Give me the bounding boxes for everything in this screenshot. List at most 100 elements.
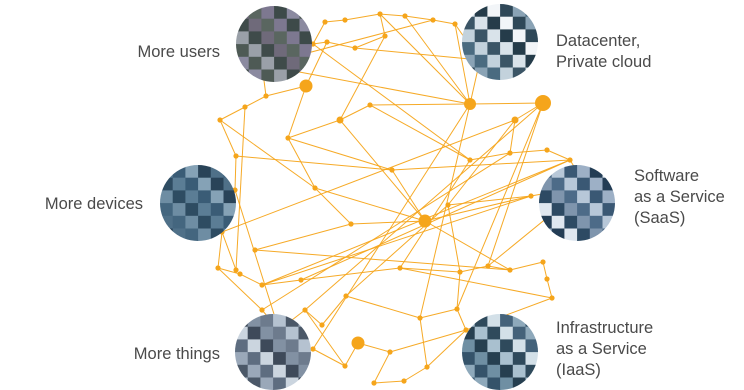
network-link <box>373 351 391 384</box>
network-link <box>379 13 406 17</box>
network-link <box>454 23 471 105</box>
network-link <box>235 155 393 171</box>
network-link <box>469 102 544 105</box>
label-more-users: More users <box>60 42 220 63</box>
label-line: Private cloud <box>556 53 652 71</box>
network-dot <box>299 79 313 93</box>
network-dot <box>467 157 473 163</box>
label-line: More things <box>133 345 220 363</box>
network-dot <box>377 11 383 17</box>
network-link <box>419 308 458 319</box>
label-line: (IaaS) <box>556 361 601 379</box>
network-link <box>373 380 405 384</box>
network-dot <box>507 267 513 273</box>
network-link <box>369 104 471 161</box>
network-link <box>234 155 237 191</box>
label-more-devices: More devices <box>0 194 143 215</box>
network-dot <box>242 104 248 110</box>
network-link <box>314 187 426 222</box>
network-link <box>350 220 426 225</box>
infrastructure-photo-icon <box>462 314 538 390</box>
network-link <box>404 15 471 105</box>
network-dot <box>351 336 365 350</box>
network-dot <box>528 193 534 199</box>
network-dot <box>371 380 377 386</box>
network-link <box>234 189 280 331</box>
network-dot <box>397 265 403 271</box>
network-dot <box>417 315 423 321</box>
network-dot <box>382 33 388 39</box>
network-link <box>304 309 323 326</box>
network-dot <box>237 271 243 277</box>
network-dot <box>507 150 513 156</box>
network-link <box>300 159 571 281</box>
network-dot <box>445 202 451 208</box>
network-dot <box>348 221 354 227</box>
network-dot <box>464 98 476 110</box>
user-photo-icon <box>236 6 312 82</box>
network-dot <box>342 17 348 23</box>
network-link <box>235 106 246 271</box>
network-dot <box>535 95 551 111</box>
network-dot <box>454 306 460 312</box>
network-link <box>239 273 263 286</box>
network-dot <box>285 135 291 141</box>
network-link <box>379 13 471 105</box>
devices-photo-icon <box>160 165 236 241</box>
network-dot <box>336 116 344 124</box>
network-link <box>219 119 237 157</box>
network-dot <box>424 364 430 370</box>
datacenter-photo-icon <box>462 4 538 80</box>
network-link <box>312 103 471 350</box>
network-link <box>221 119 516 233</box>
network-dot <box>418 214 432 228</box>
things-photo-icon <box>235 314 311 390</box>
network-dot <box>511 116 519 124</box>
network-link <box>304 102 544 311</box>
network-dot <box>430 17 436 23</box>
network-link <box>509 149 548 154</box>
network-link <box>312 21 326 45</box>
network-link <box>509 119 516 154</box>
network-link <box>221 231 237 271</box>
network-dot <box>389 167 395 173</box>
label-line: More devices <box>44 195 143 213</box>
network-link <box>219 106 246 121</box>
network-link <box>389 329 467 353</box>
network-link <box>345 295 421 319</box>
network-link <box>344 13 381 21</box>
network-dot <box>298 277 304 283</box>
label-line: Infrastructure <box>556 319 654 337</box>
network-link <box>469 152 511 161</box>
network-dot <box>312 185 318 191</box>
network-link <box>321 295 347 326</box>
label-saas: Software as a Service (SaaS) <box>634 166 744 229</box>
network-dot <box>367 102 373 108</box>
network-link <box>287 85 307 139</box>
network-dot <box>452 21 458 27</box>
network-dot <box>567 157 573 163</box>
network-link <box>217 267 263 311</box>
network-dot <box>233 153 239 159</box>
network-link <box>287 137 316 189</box>
network-dot <box>544 276 550 282</box>
network-dot <box>252 247 258 253</box>
network-dot <box>544 147 550 153</box>
label-line: Datacenter, <box>556 32 641 50</box>
network-link <box>403 366 428 382</box>
label-line: More users <box>137 43 220 61</box>
network-dot <box>457 269 463 275</box>
network-link <box>244 95 267 108</box>
network-link <box>265 85 307 97</box>
network-link <box>546 149 571 161</box>
network-link <box>447 119 516 206</box>
network-link <box>254 223 352 251</box>
network-link <box>312 43 471 161</box>
network-dot <box>387 349 393 355</box>
network-dot <box>485 263 491 269</box>
network-link <box>304 309 346 367</box>
network-dot <box>402 13 408 19</box>
network-link <box>354 47 481 61</box>
network-link <box>261 152 511 311</box>
